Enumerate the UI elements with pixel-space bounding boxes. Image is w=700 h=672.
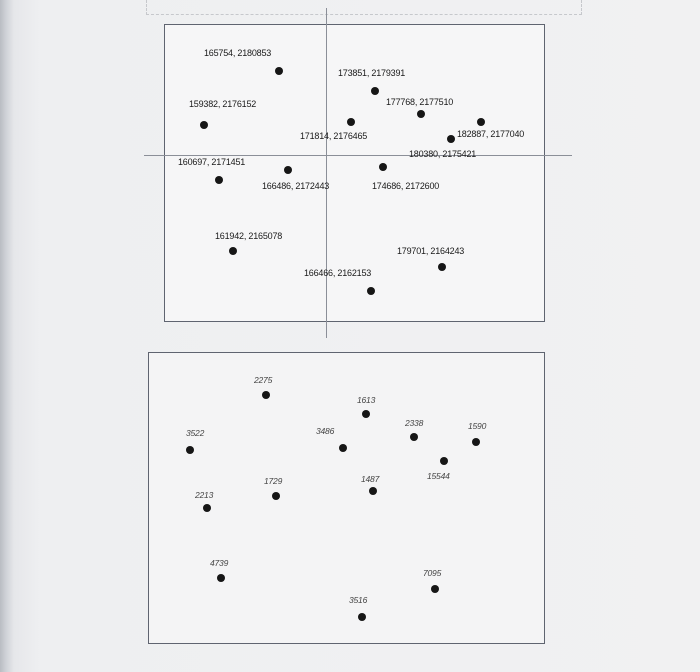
bottom-map-point-label-10: 2213 [195, 490, 214, 500]
top-map-point-10 [379, 163, 387, 171]
top-map-point-label-13: 166466, 2162153 [304, 268, 372, 278]
top-map-point-3 [417, 110, 425, 118]
top-map-point-1 [275, 67, 283, 75]
top-map-point-label-5: 171814, 2176465 [300, 131, 368, 141]
bottom-map-point-13 [358, 613, 366, 621]
top-map-point-5 [347, 118, 355, 126]
bottom-map-point-label-12: 7095 [423, 568, 442, 578]
bottom-map-point-9 [440, 457, 448, 465]
bottom-map-point-3 [186, 446, 194, 454]
top-map-point-2 [371, 87, 379, 95]
vertical-divider-line [326, 8, 328, 338]
bottom-map-point-label-5: 2338 [405, 418, 424, 428]
top-map-point-label-4: 159382, 2176152 [189, 99, 257, 109]
bottom-map-point-10 [203, 504, 211, 512]
top-map-point-12 [438, 263, 446, 271]
bottom-map-point-label-7: 1729 [264, 476, 283, 486]
top-map-point-label-7: 180380, 2175421 [409, 149, 477, 159]
top-map-point-label-12: 179701, 2164243 [397, 246, 465, 256]
top-map-point-11 [229, 247, 237, 255]
top-coordinate-map [164, 24, 545, 322]
top-map-point-label-2: 173851, 2179391 [338, 68, 406, 78]
top-map-point-6 [477, 118, 485, 126]
top-map-point-label-10: 174686, 2172600 [372, 181, 440, 191]
page-frame-top [146, 0, 582, 15]
bottom-map-point-label-13: 3516 [349, 595, 368, 605]
bottom-map-point-label-6: 1590 [468, 421, 487, 431]
top-map-point-7 [447, 135, 455, 143]
bottom-map-point-12 [431, 585, 439, 593]
bottom-map-point-label-11: 4739 [210, 558, 229, 568]
bottom-map-point-8 [369, 487, 377, 495]
bottom-map-point-label-4: 3486 [316, 426, 335, 436]
bottom-map-point-4 [339, 444, 347, 452]
top-map-point-label-1: 165754, 2180853 [204, 48, 272, 58]
bottom-map-point-label-2: 1613 [357, 395, 376, 405]
bottom-values-map [148, 352, 545, 644]
bottom-map-point-label-8: 1487 [361, 474, 380, 484]
horizontal-divider-line [144, 155, 572, 157]
bottom-map-point-11 [217, 574, 225, 582]
bottom-map-point-7 [272, 492, 280, 500]
top-map-point-4 [200, 121, 208, 129]
bottom-map-point-1 [262, 391, 270, 399]
top-map-point-13 [367, 287, 375, 295]
bottom-map-point-2 [362, 410, 370, 418]
bottom-map-point-6 [472, 438, 480, 446]
bottom-map-point-5 [410, 433, 418, 441]
top-map-point-label-9: 166486, 2172443 [262, 181, 330, 191]
top-map-point-label-3: 177768, 2177510 [386, 97, 454, 107]
top-map-point-label-11: 161942, 2165078 [215, 231, 283, 241]
top-map-point-9 [284, 166, 292, 174]
top-map-point-label-6: 182887, 2177040 [457, 129, 525, 139]
top-map-point-8 [215, 176, 223, 184]
bottom-map-point-label-1: 2275 [254, 375, 273, 385]
bottom-map-point-label-3: 3522 [186, 428, 205, 438]
top-map-point-label-8: 160697, 2171451 [178, 157, 246, 167]
bottom-map-point-label-9: 15544 [427, 471, 450, 481]
